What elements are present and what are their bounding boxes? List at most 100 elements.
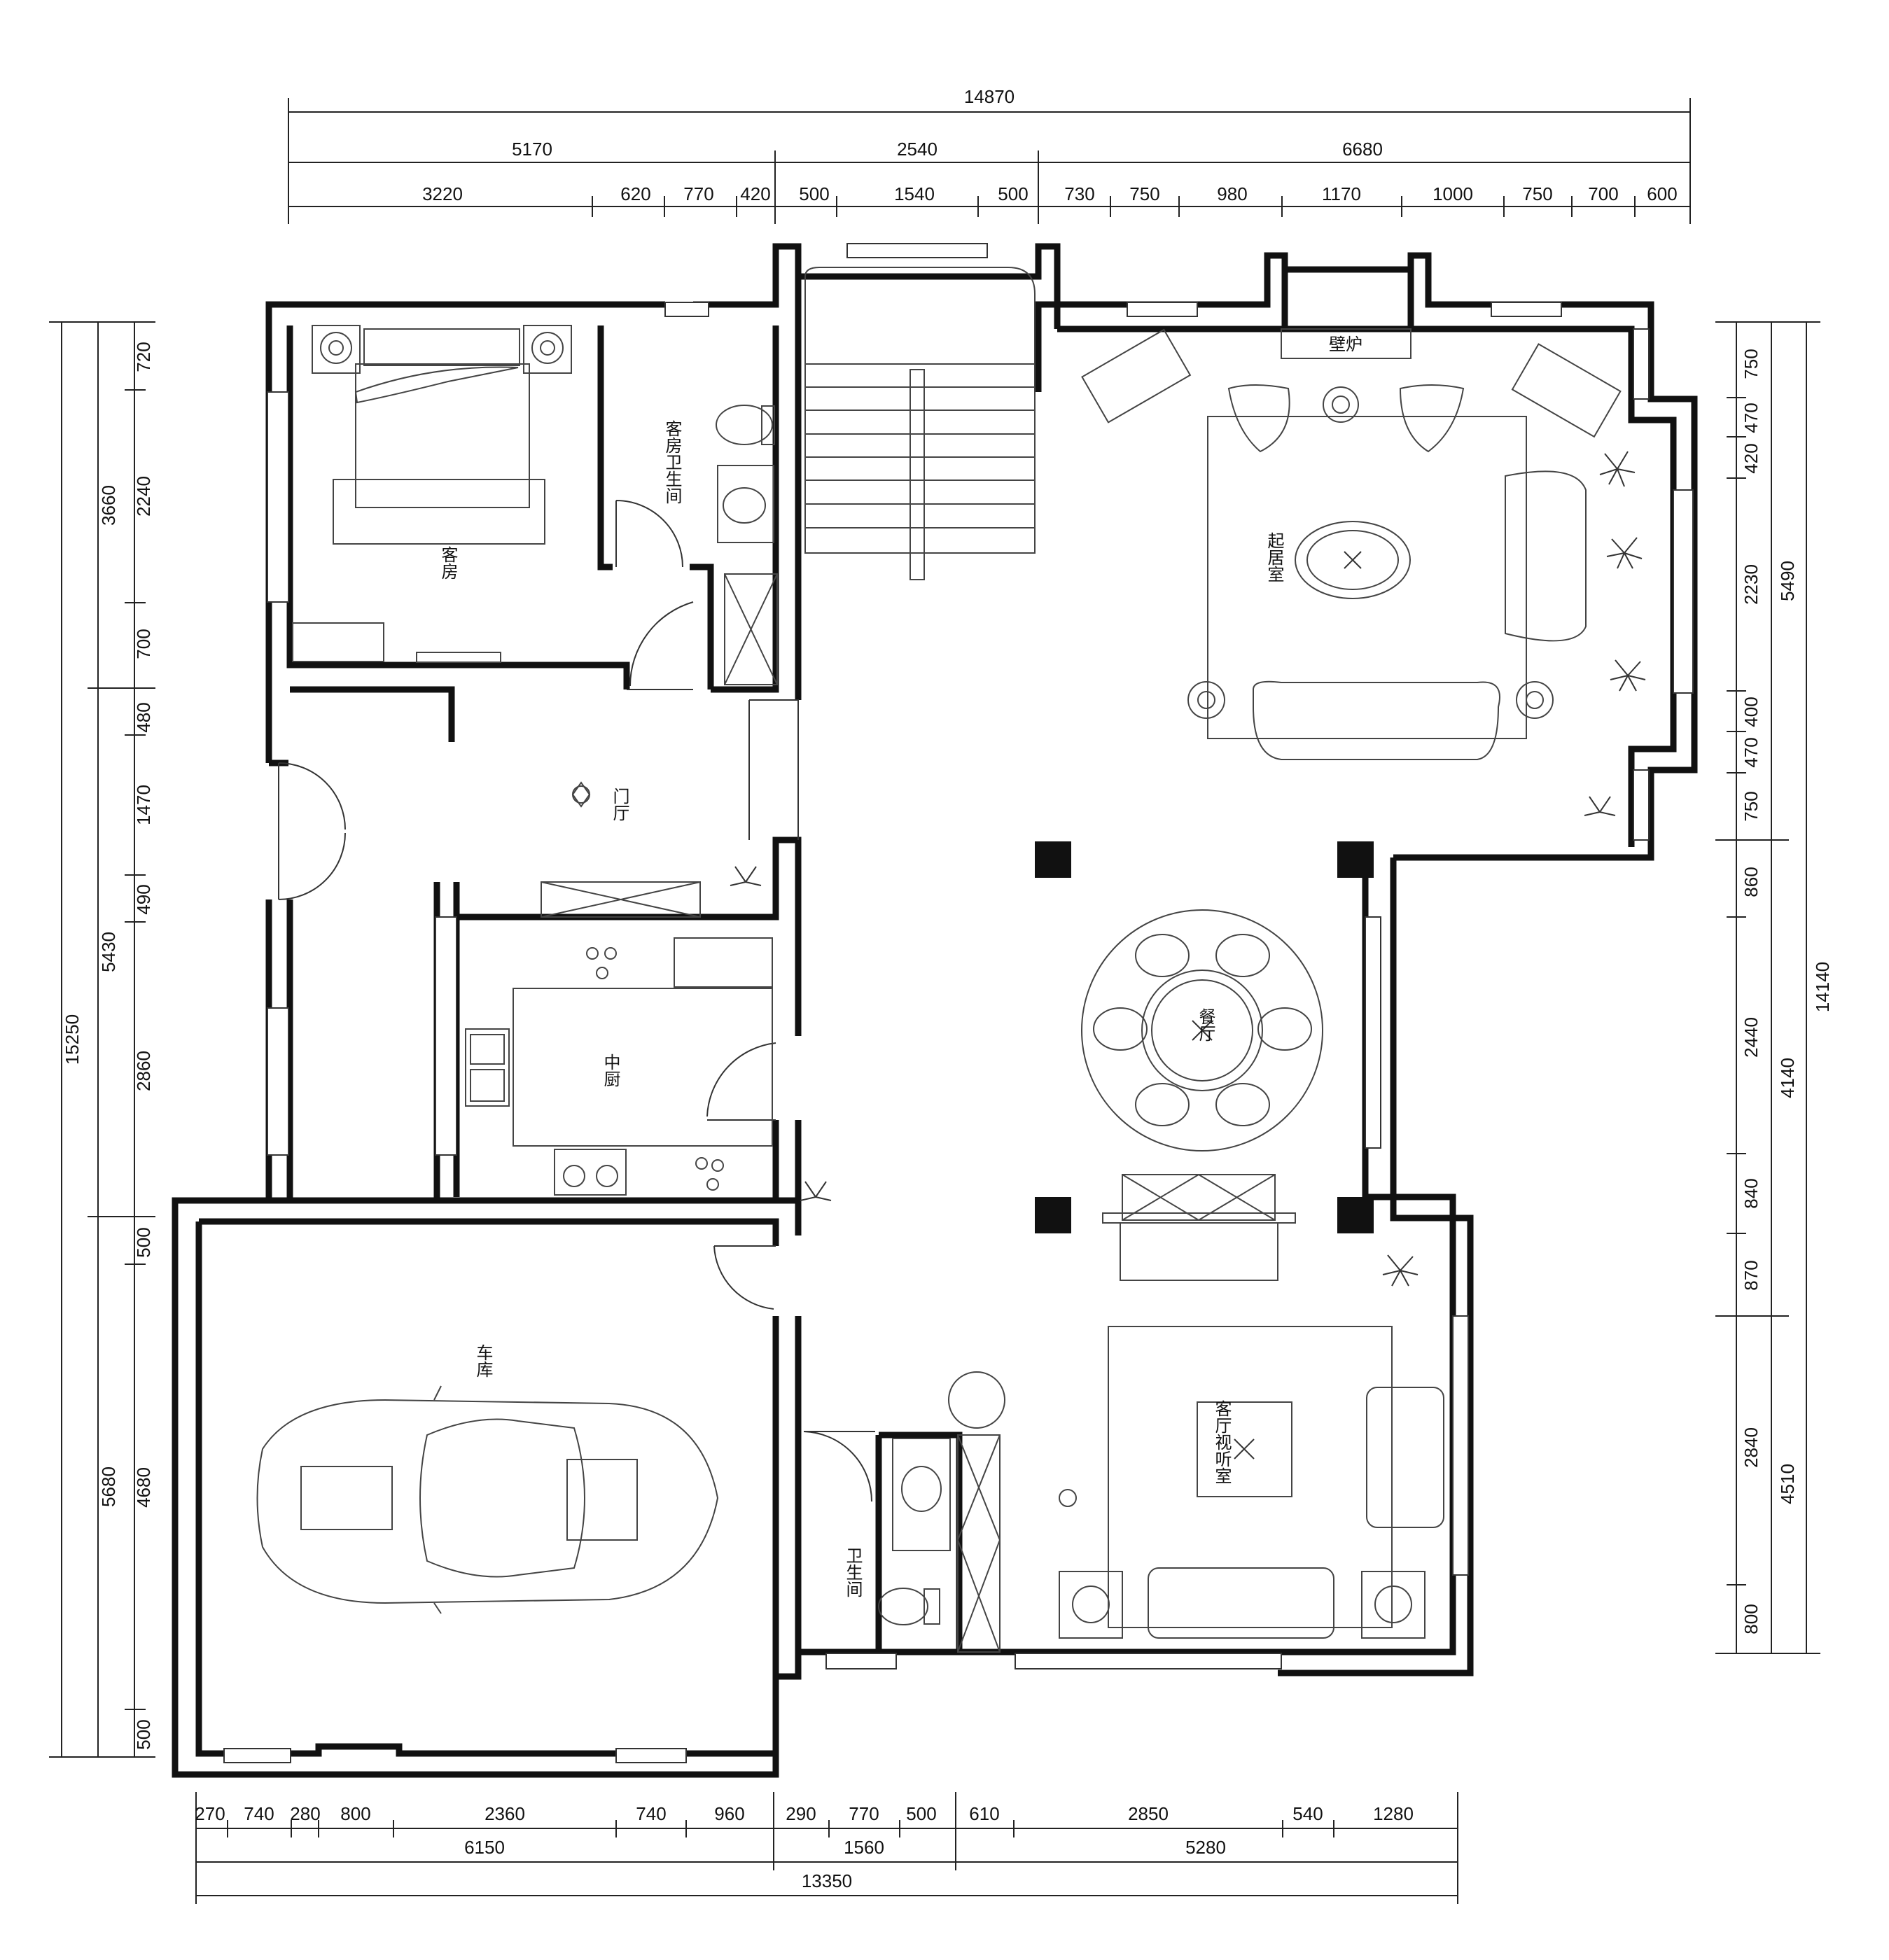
dim-left-part: 4680 — [133, 1467, 154, 1508]
dim-right-part: 420 — [1741, 443, 1762, 473]
dining-rug — [1081, 909, 1323, 1152]
wall-segment — [456, 1120, 779, 1204]
column — [1035, 841, 1071, 878]
dim-right-sub-1: 5490 — [1777, 561, 1798, 601]
rear-panel — [566, 1459, 638, 1541]
dim-bottom-part: 270 — [195, 1803, 225, 1824]
guest-bath-fixtures — [716, 405, 778, 685]
plant-icon — [1599, 451, 1636, 487]
column — [1337, 1197, 1374, 1233]
wall-segment — [1281, 270, 1414, 329]
car-roof — [419, 1418, 585, 1578]
dim-left-part: 2860 — [133, 1051, 154, 1091]
dim-bottom-part: 290 — [786, 1803, 816, 1824]
car-body — [256, 1399, 719, 1604]
plants — [730, 451, 1646, 1460]
dim-right-sub-2: 4140 — [1777, 1058, 1798, 1098]
windows — [223, 243, 1694, 1763]
wall-segment — [798, 875, 1456, 1656]
dim-right-total: 14140 — [1812, 962, 1833, 1012]
window — [267, 391, 289, 603]
columns — [1035, 841, 1374, 1233]
dimension-labels-bottom: 270 740 280 800 2360 740 960 290 770 500… — [195, 1803, 1414, 1891]
fireplace-mantel — [1281, 328, 1411, 359]
door-swing — [627, 601, 694, 690]
dim-bottom-sub-1: 6150 — [464, 1837, 505, 1858]
wall-segment — [265, 301, 665, 763]
window — [267, 1007, 289, 1156]
entry-door — [278, 762, 346, 900]
dim-bottom-part: 2850 — [1128, 1803, 1169, 1824]
dim-right-part: 750 — [1741, 791, 1762, 821]
end-table — [1361, 1571, 1426, 1639]
end-table — [1516, 681, 1554, 719]
dim-right-part: 840 — [1741, 1178, 1762, 1208]
plant-icon — [1610, 659, 1646, 692]
counter-appliance — [674, 937, 773, 988]
marble-table — [1120, 1222, 1278, 1281]
column-round — [948, 1371, 1005, 1429]
label-living: 客厅视听室 — [1212, 1400, 1232, 1484]
dim-left-part: 2240 — [133, 476, 154, 517]
vanity — [892, 1438, 951, 1551]
wall-segment — [286, 326, 630, 690]
dim-top-part: 3220 — [422, 183, 463, 204]
dim-top-part: 700 — [1588, 183, 1618, 204]
dim-right-part: 470 — [1741, 402, 1762, 433]
dim-right-part: 2440 — [1741, 1017, 1762, 1058]
dim-bottom-part: 540 — [1292, 1803, 1323, 1824]
dimension-labels-left: 15250 3660 5430 5680 720 2240 700 480 14… — [62, 342, 154, 1749]
plant-icon — [1234, 1438, 1255, 1460]
dim-right-part: 870 — [1741, 1260, 1762, 1290]
cooktop — [554, 1149, 627, 1196]
plant-icon — [1192, 1020, 1213, 1041]
headboard — [363, 328, 520, 366]
coffee-table — [1197, 1401, 1292, 1497]
sitting-room-furniture — [1081, 328, 1622, 760]
dim-right-part: 800 — [1741, 1604, 1762, 1634]
end-table — [1187, 681, 1225, 719]
dimensions-left — [49, 321, 155, 1758]
floor-outlet — [1059, 1489, 1077, 1507]
dim-left-total: 15250 — [62, 1014, 83, 1065]
wall-segment — [875, 1432, 963, 1652]
dim-left-part: 700 — [133, 629, 154, 659]
dimension-labels-top: 14870 5170 2540 6680 3220 620 770 420 50… — [422, 86, 1678, 204]
dim-bottom-part: 610 — [969, 1803, 999, 1824]
window — [1673, 489, 1694, 694]
wall-segment — [690, 564, 714, 690]
window — [1633, 769, 1650, 841]
rug — [1108, 1326, 1393, 1628]
wall-segment — [195, 1316, 779, 1757]
dim-bottom-sub-2: 1560 — [844, 1837, 884, 1858]
dining-table — [1141, 969, 1263, 1091]
dim-top-part: 750 — [1129, 183, 1159, 204]
side-cabinet — [1081, 328, 1192, 424]
window — [1127, 302, 1198, 317]
label-foyer: 门厅 — [610, 788, 629, 821]
armchair — [1399, 384, 1465, 453]
lamp-right — [531, 332, 564, 364]
wall-segment — [1057, 252, 1698, 861]
door-swing — [706, 1042, 776, 1121]
label-fireplace: 壁炉 — [1329, 335, 1362, 354]
dim-left-sub-1: 3660 — [98, 485, 119, 526]
sofa-bottom — [1148, 1567, 1334, 1639]
shelf — [416, 652, 501, 663]
wall-segment — [1278, 858, 1474, 1676]
dim-top-part: 500 — [998, 183, 1028, 204]
label-guest-bath: 客房卫生间 — [662, 420, 682, 504]
dim-bottom-part: 500 — [906, 1803, 936, 1824]
window — [1452, 1315, 1469, 1576]
dim-left-part: 500 — [133, 1719, 154, 1749]
window — [825, 1653, 897, 1670]
bathroom-fixtures — [878, 1371, 1005, 1653]
dim-top-part: 750 — [1522, 183, 1552, 204]
table-lamp — [1323, 386, 1359, 423]
label-sitting: 起居室 — [1264, 532, 1284, 582]
wardrobe — [292, 622, 384, 662]
dimension-labels-right: 750 470 420 2230 400 470 750 860 2440 84… — [1741, 349, 1833, 1634]
plant-icon — [1344, 551, 1362, 569]
toilet — [878, 1588, 928, 1625]
